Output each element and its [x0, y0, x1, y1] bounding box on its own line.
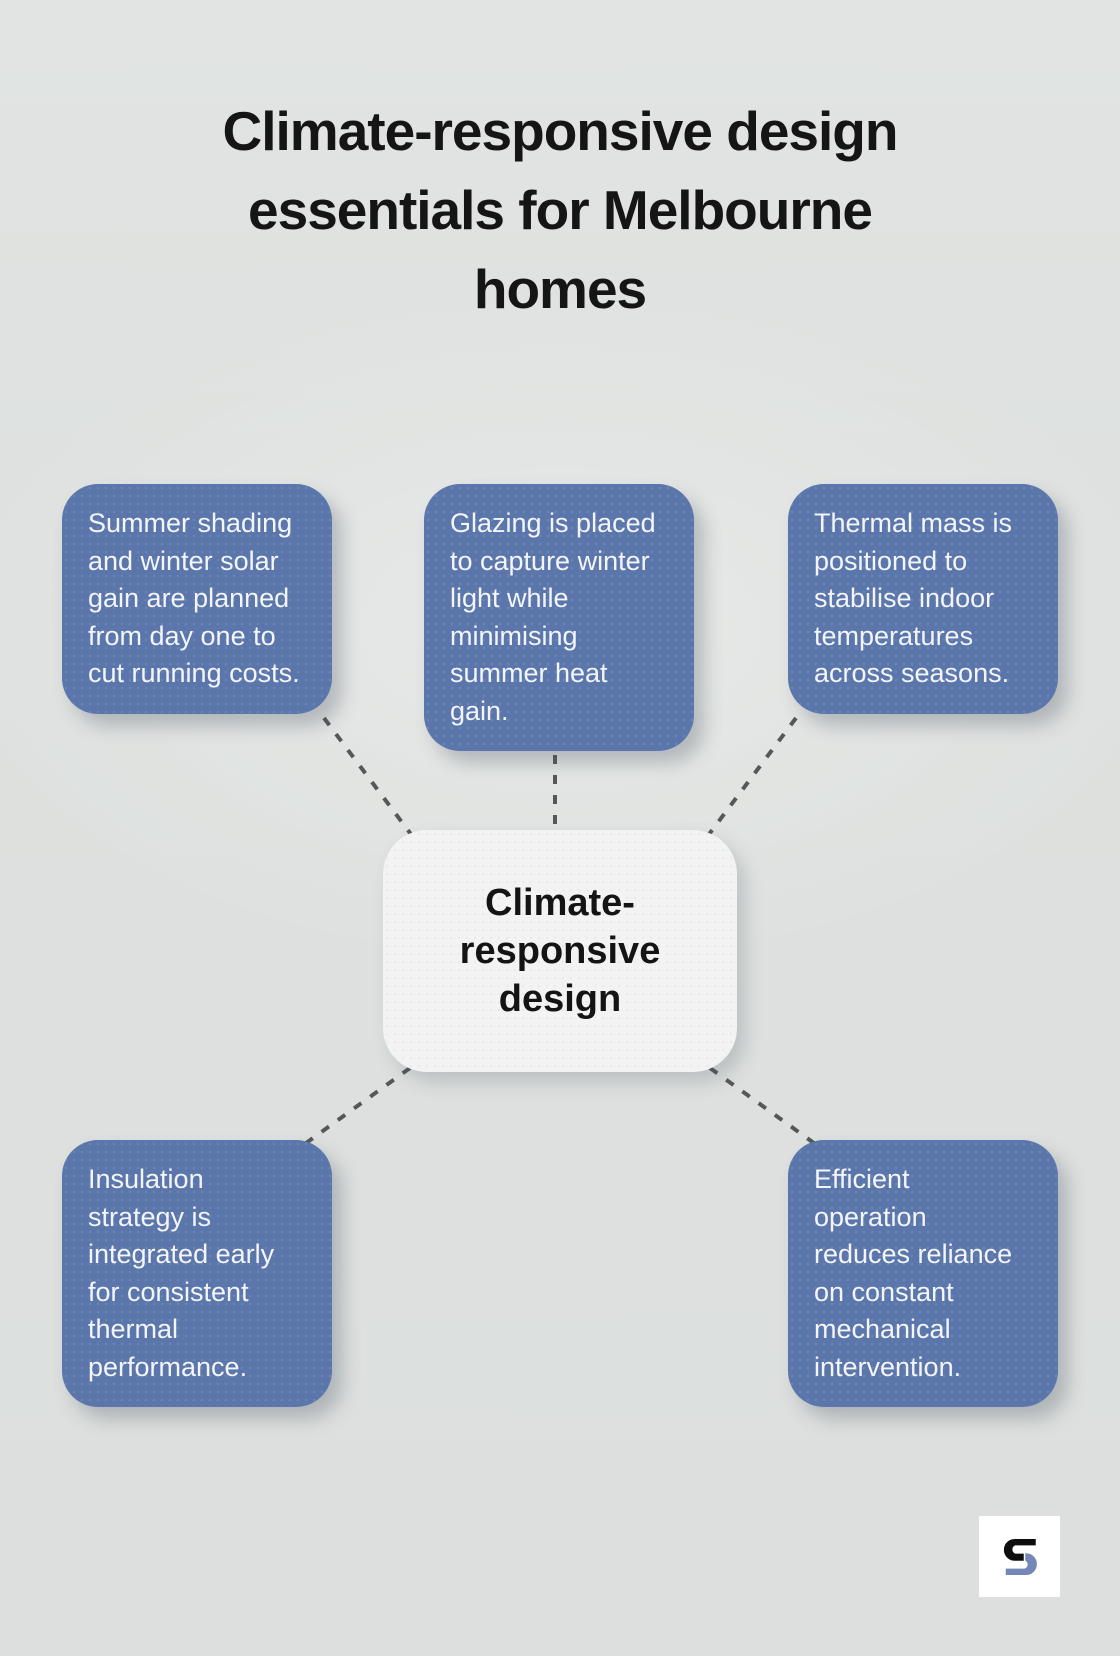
node-text-line: Thermal mass is — [814, 508, 1013, 538]
node-text-line: Efficient — [814, 1164, 910, 1194]
connector-thermal-mass — [705, 716, 798, 839]
center-node-line-2: responsive — [459, 930, 661, 972]
node-text-line: integrated early — [88, 1239, 275, 1269]
node-text-line: thermal — [88, 1314, 179, 1344]
node-text-line: positioned to — [814, 545, 968, 576]
node-text-line: for consistent — [88, 1276, 249, 1307]
center-node: Climate- responsive design — [383, 830, 737, 1072]
s-monogram-logo-icon — [1001, 1537, 1038, 1576]
node-text-line: Summer shading — [88, 508, 293, 538]
node-text-line: mechanical — [814, 1314, 951, 1344]
node-text-line: from day one to — [88, 620, 276, 651]
node-text-line: and winter solar — [88, 545, 279, 576]
page-title-line-2: essentials for Melbourne — [248, 179, 873, 241]
node-text-line: on constant — [814, 1276, 954, 1307]
node-text-line: across seasons. — [814, 658, 1010, 688]
node-text-line: performance. — [88, 1351, 248, 1382]
page-title: Climate-responsive design essentials for… — [0, 92, 1120, 329]
node-text-line: light while — [450, 583, 569, 613]
node-text-line: intervention. — [814, 1351, 962, 1382]
node-text-line: minimising — [450, 620, 578, 651]
node-insulation: Insulation strategy is integrated early … — [62, 1140, 332, 1407]
node-efficient-operation: Efficient operation reduces reliance on … — [788, 1140, 1058, 1407]
node-text-line: Glazing is placed — [450, 508, 656, 538]
node-glazing: Glazing is placed to capture winter ligh… — [424, 484, 694, 751]
node-text-line: Insulation — [88, 1164, 204, 1194]
node-text-line: temperatures — [814, 620, 974, 651]
center-node-line-1: Climate- — [485, 882, 635, 924]
connector-insulation — [300, 1066, 412, 1148]
node-text-line: to capture winter — [450, 545, 650, 576]
connector-efficient-operation — [708, 1066, 820, 1148]
node-text-line: stabilise indoor — [814, 583, 995, 613]
page-title-line-3: homes — [473, 258, 647, 320]
connector-summer-shading — [322, 716, 415, 839]
node-text-line: operation — [814, 1201, 927, 1232]
node-text-line: cut running costs. — [88, 658, 300, 688]
center-node-line-3: design — [498, 978, 622, 1020]
brand-logo — [979, 1516, 1060, 1597]
node-summer-shading: Summer shading and winter solar gain are… — [62, 484, 332, 714]
node-text-line: gain are planned — [88, 583, 290, 613]
node-text-line: strategy is — [88, 1201, 212, 1232]
node-thermal-mass: Thermal mass is positioned to stabilise … — [788, 484, 1058, 714]
node-text-line: gain. — [450, 695, 509, 726]
node-text-line: reduces reliance — [814, 1239, 1013, 1269]
page-title-line-1: Climate-responsive design — [222, 100, 899, 162]
node-text-line: summer heat — [450, 658, 608, 688]
